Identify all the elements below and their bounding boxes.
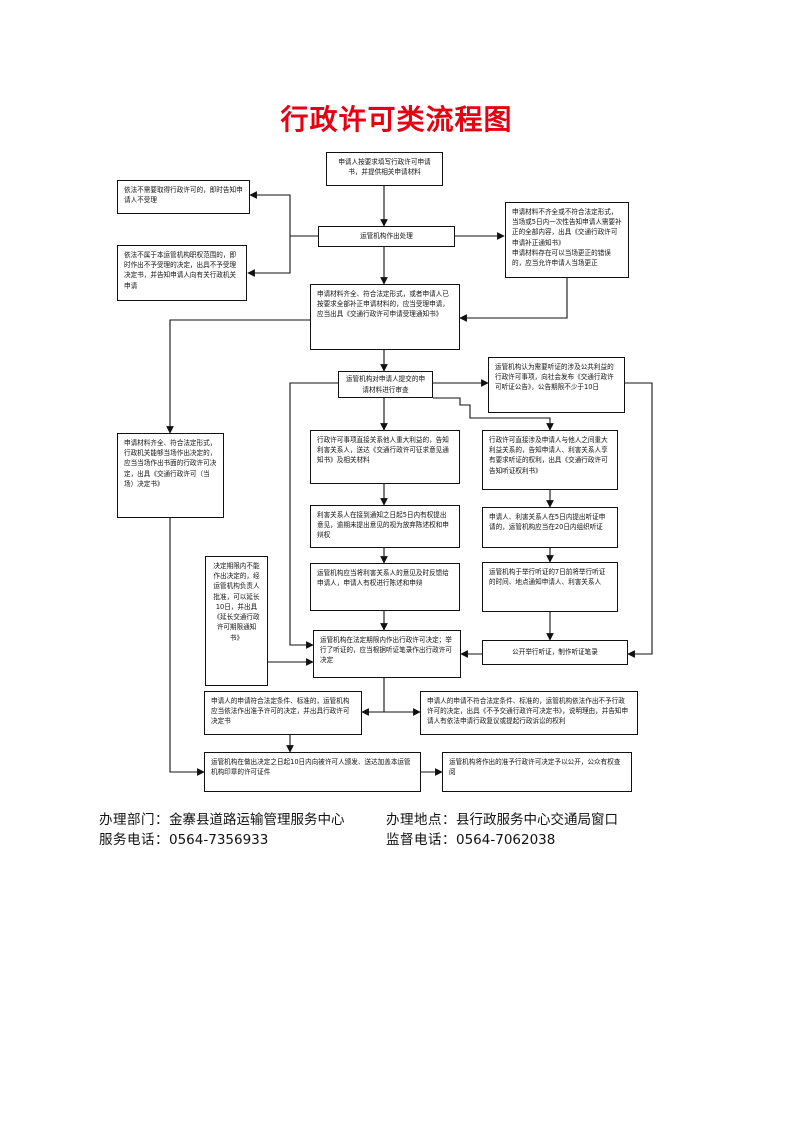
flow-node-deny: 申请人的申请不符合法定条件、标准的，运管机构依法作出不予行政许可的决定，出具《不…	[420, 691, 638, 735]
footer-place-value: 县行政服务中心交通局窗口	[456, 812, 618, 828]
footer-place-label: 办理地点：	[386, 812, 456, 828]
flow-node-objection: 利害关系人在接到通知之日起5日内有权提出意见，逾期未提出意见的视为放弃陈述权和申…	[310, 505, 460, 548]
footer-supervise-value: 0564-7062038	[456, 832, 556, 848]
flow-node-incomplete: 申请材料不齐全或不符合法定形式，当场或5日内一次性告知申请人需要补正的全部内容，…	[505, 202, 629, 278]
flow-node-decision: 运管机构在法定期限内作出行政许可决定；举行了听证的，应当根据听证笔录作出行政许可…	[313, 630, 461, 678]
flow-node-public: 运管机构将作出的准予行政许可决定予以公开，公众有权查阅	[442, 752, 632, 792]
flow-node-hearing-notice: 运管机构认为需要听证的涉及公共利益的行政许可事项，向社会发布《交通行政许可听证公…	[488, 357, 625, 413]
flow-node-accept: 申请材料齐全、符合法定形式，或者申请人已按要求全部补正申请材料的，应当受理申请，…	[310, 284, 460, 350]
footer-place: 办理地点：县行政服务中心交通局窗口	[386, 808, 618, 828]
footer-dept-label: 办理部门：	[99, 812, 169, 828]
flow-node-extension: 决定期限内不能作出决定的，经运管机构负责人批准，可以延长10日，并出具《延长交通…	[205, 556, 268, 686]
flow-node-apply: 申请人按要求填写行政许可申请书，并提供相关申请材料	[326, 152, 443, 186]
flow-node-hearing-right: 行政许可直接涉及申请人与他人之间重大利益关系的，告知申请人、利害关系人享有要求听…	[482, 430, 618, 490]
flow-node-license: 运管机构在做出决定之日起10日内向被许可人颁发、送达加盖本运管机构印章的许可证件	[204, 752, 421, 792]
footer-dept-value: 金寨县道路运输管理服务中心	[169, 812, 345, 828]
flow-node-major-interest: 行政许可事项直接关系他人重大利益的，告知利害关系人，送达《交通行政许可征求意见通…	[310, 430, 460, 484]
page-title: 行政许可类流程图	[280, 103, 513, 136]
flow-node-intake: 运管机构作出处理	[318, 226, 455, 247]
flow-node-hearing-schedule: 运管机构于举行听证的7日前将举行听证的时间、地点通知申请人、利害关系人	[482, 562, 618, 612]
flow-node-not-needed: 依法不需要取得行政许可的，即时告知申请人不受理	[117, 180, 250, 214]
flow-node-grant: 申请人的申请符合法定条件、标准的，运管机构应当依法作出准予许可的决定，并出具行政…	[204, 691, 362, 735]
flow-node-heard: 运管机构应当将利害关系人的意见及时反馈给申请人，申请人有权进行陈述和申辩	[310, 563, 460, 611]
flow-node-hearing-request: 申请人、利害关系人在5日内提出听证申请的，运管机构应当在20日内组织听证	[482, 507, 618, 548]
footer-service-value: 0564-7356933	[169, 832, 269, 848]
flow-node-not-in-scope: 依法不属于本运管机构职权范围的，即时作出不予受理的决定，出具不予受理决定书，并告…	[117, 245, 247, 301]
footer-supervise-phone: 监督电话：0564-7062038	[386, 828, 555, 848]
flow-node-hearing-record: 公开举行听证，制作听证笔录	[482, 640, 628, 665]
footer-dept: 办理部门：金寨县道路运输管理服务中心	[99, 808, 345, 828]
footer-supervise-label: 监督电话：	[386, 832, 456, 848]
flow-node-review: 运管机构对申请人提交的申请材料进行审查	[338, 371, 433, 398]
flow-node-onsite: 申请材料齐全、符合法定形式，行政机关能够当场作出决定的，应当当场作出书面的行政许…	[117, 433, 224, 518]
footer-service-label: 服务电话：	[99, 832, 169, 848]
footer-service-phone: 服务电话：0564-7356933	[99, 828, 268, 848]
